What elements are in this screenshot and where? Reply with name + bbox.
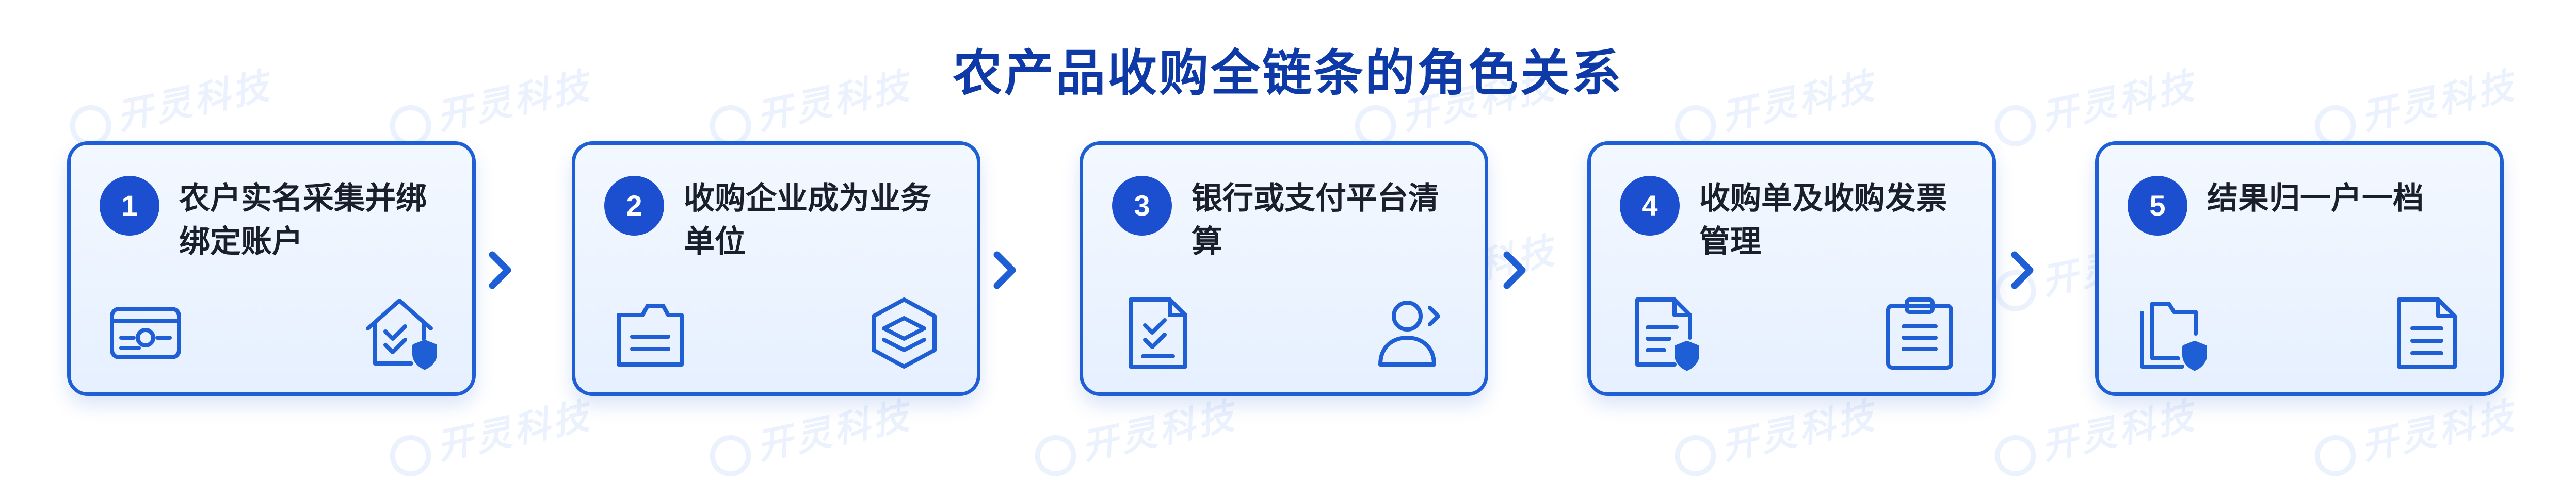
step-card-3: 3 银行或支付平台清算 <box>1080 141 1488 396</box>
chevron-right-icon <box>485 250 516 291</box>
page-title: 农产品收购全链条的角色关系 <box>953 44 1623 102</box>
watermark: 开灵科技 <box>384 387 595 480</box>
folders-shield-icon <box>2135 294 2212 372</box>
step-number-badge: 5 <box>2128 176 2187 236</box>
list-document-icon <box>2389 294 2466 372</box>
document-shield-icon <box>1627 294 1704 372</box>
step-card-1: 1 农户实名采集并绑绑定账户 <box>67 141 476 396</box>
step-card-2: 2 收购企业成为业务单位 <box>572 141 980 396</box>
step-label: 银行或支付平台清算 <box>1192 180 1439 260</box>
step-number-badge: 4 <box>1620 176 1680 236</box>
clipboard-icon <box>1881 294 1958 372</box>
step-label: 农户实名采集并绑绑定账户 <box>179 180 427 260</box>
chevron-right-icon <box>1500 250 1531 291</box>
checklist-document-icon <box>1119 294 1197 372</box>
step-label: 结果归一户一档 <box>2207 180 2424 217</box>
chevron-right-icon <box>2007 250 2038 291</box>
layered-hexagon-icon <box>865 294 943 372</box>
step-number-badge: 2 <box>604 176 664 236</box>
chevron-right-icon <box>990 250 1021 291</box>
id-card-icon <box>107 294 184 372</box>
user-arrow-icon <box>1373 294 1451 372</box>
step-number-badge: 3 <box>1112 176 1172 236</box>
step-card-5: 5 结果归一户一档 <box>2095 141 2504 396</box>
step-number-badge: 1 <box>100 176 159 236</box>
watermark: 开灵科技 <box>1989 387 2200 480</box>
watermark: 开灵科技 <box>2309 387 2520 480</box>
step-label: 收购单及收购发票管理 <box>1699 180 1947 260</box>
watermark: 开灵科技 <box>1029 387 1241 480</box>
house-shield-check-icon <box>361 294 438 372</box>
watermark: 开灵科技 <box>704 387 915 480</box>
step-label: 收购企业成为业务单位 <box>684 180 931 260</box>
document-icon <box>611 294 689 372</box>
step-card-4: 4 收购单及收购发票管理 <box>1587 141 1996 396</box>
watermark: 开灵科技 <box>1669 387 1880 480</box>
